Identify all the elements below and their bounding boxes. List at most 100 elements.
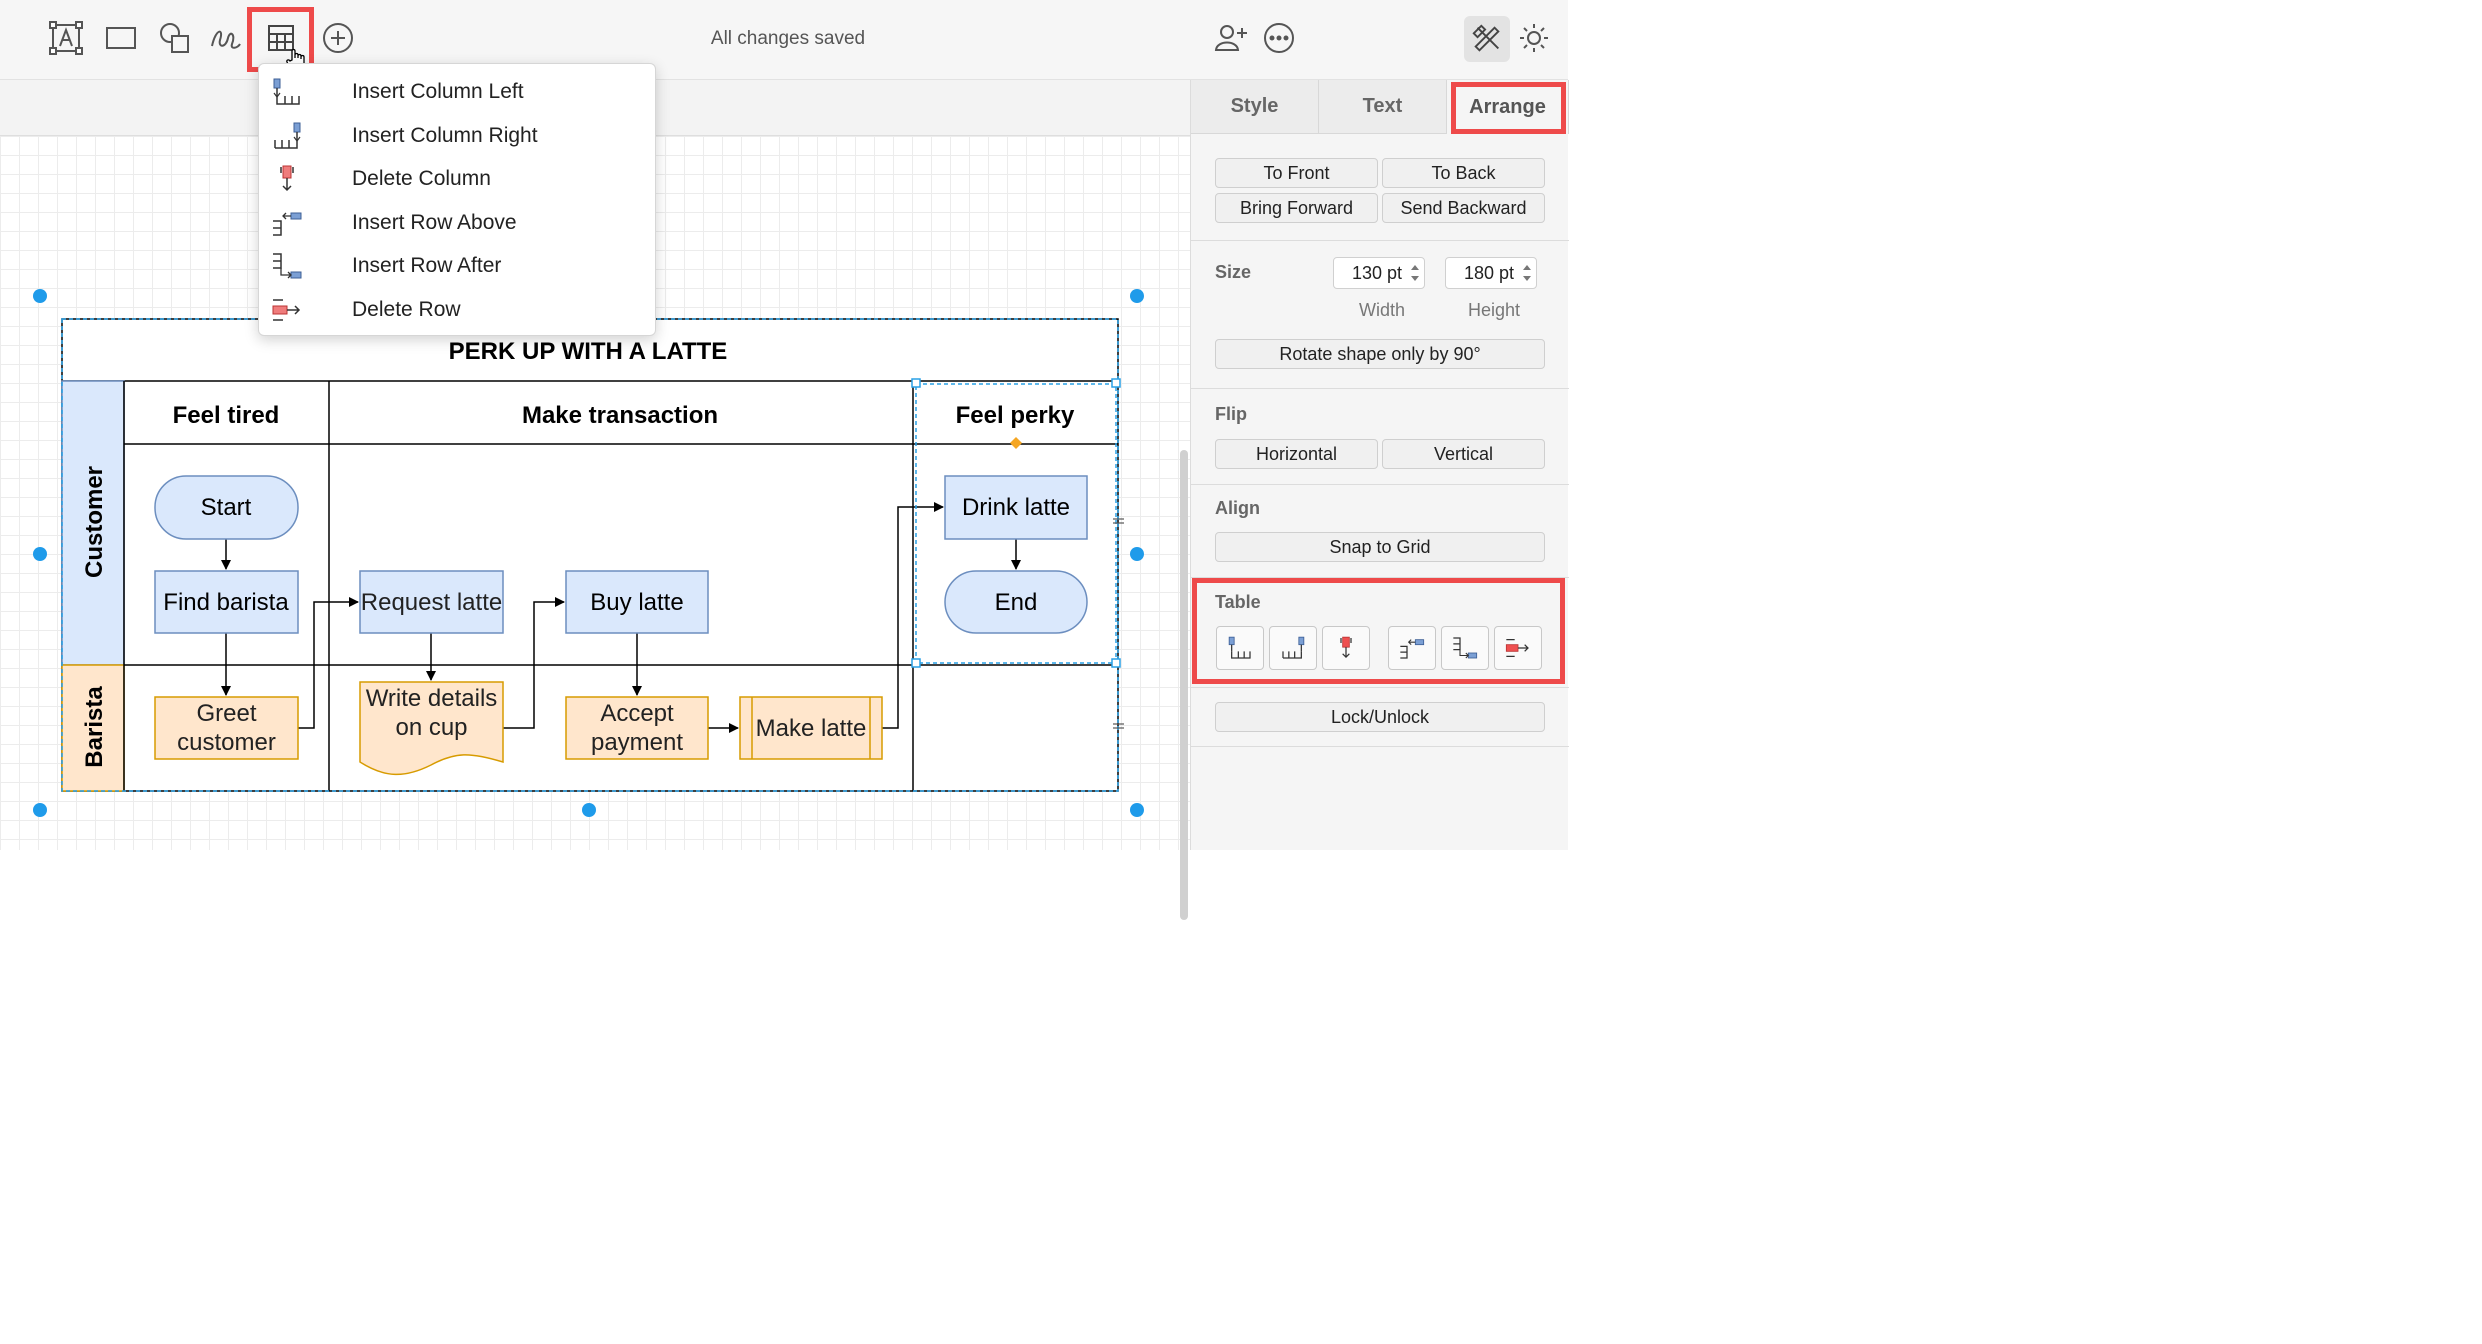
lane-label-barista: Barista (81, 686, 108, 768)
phase-header: Feel perky (956, 402, 1075, 429)
delete-row-icon (272, 298, 301, 321)
delete-column-icon (1340, 636, 1352, 659)
table-icon[interactable] (261, 16, 301, 60)
more-icon[interactable] (1259, 16, 1299, 60)
insert-column-right-icon (274, 122, 301, 149)
table-insert-column-right-button[interactable] (1269, 626, 1317, 670)
insert-column-left-icon (1228, 636, 1251, 659)
height-input[interactable]: 180 pt (1445, 257, 1537, 289)
make-latte-label: Make latte (755, 714, 867, 742)
table-section-highlight (1192, 578, 1565, 684)
row-resize-markers[interactable] (1113, 518, 1124, 729)
rotate-button[interactable]: Rotate shape only by 90° (1215, 339, 1545, 369)
drink-latte-label: Drink latte (962, 494, 1070, 521)
width-caption: Width (1359, 300, 1406, 320)
table-section-label: Table (1215, 592, 1261, 612)
insert-column-left-icon (273, 78, 300, 105)
table-insert-column-left-button[interactable] (1216, 626, 1264, 670)
tab-style[interactable]: Style (1191, 80, 1319, 134)
theme-icon[interactable] (1514, 16, 1554, 60)
menu-item-label: Delete Row (352, 297, 461, 321)
delete-column-icon (280, 165, 294, 191)
table-insert-row-after-button[interactable] (1441, 626, 1489, 670)
greet-customer-node[interactable] (154, 696, 299, 760)
insert-row-after-icon (1453, 637, 1478, 659)
shapes-icon[interactable] (154, 16, 194, 60)
add-icon[interactable] (318, 16, 358, 60)
request-latte-label: Request latte (360, 588, 503, 616)
vertical-scrollbar[interactable] (1180, 450, 1188, 920)
menu-item-label: Insert Column Right (352, 123, 538, 147)
save-status: All changes saved (710, 28, 866, 49)
divider (1191, 687, 1569, 688)
menu-item-insert-row-after[interactable]: Insert Row After (259, 244, 657, 287)
menu-item-label: Insert Row After (352, 253, 502, 277)
accept-payment-label: Accept payment (590, 700, 684, 756)
menu-item-delete-column[interactable]: Delete Column (259, 157, 657, 200)
snap-to-grid-button[interactable]: Snap to Grid (1215, 532, 1545, 562)
find-barista-node[interactable] (154, 570, 299, 634)
divider (1191, 746, 1569, 747)
flip-horizontal-button[interactable]: Horizontal (1215, 439, 1378, 469)
height-value: 180 pt (1463, 262, 1514, 283)
menu-item-delete-row[interactable]: Delete Row (259, 288, 657, 331)
lock-unlock-button[interactable]: Lock/Unlock (1215, 702, 1545, 732)
start-node[interactable] (154, 475, 299, 540)
cell-resize-handles[interactable] (911, 378, 1121, 668)
diagram-title: PERK UP WITH A LATTE (449, 338, 728, 365)
make-latte-node[interactable] (739, 696, 883, 760)
insert-row-after-icon (273, 252, 302, 278)
insert-column-right-icon (1282, 636, 1305, 659)
send-backward-button[interactable]: Send Backward (1382, 193, 1545, 223)
table-delete-row-button[interactable] (1494, 626, 1542, 670)
table-resize-handles[interactable] (33, 289, 1144, 817)
width-value: 130 pt (1351, 262, 1402, 283)
tab-text[interactable]: Text (1319, 80, 1447, 134)
height-stepper-icon[interactable] (1520, 261, 1534, 285)
accept-payment-node[interactable] (565, 696, 709, 760)
bring-forward-button[interactable]: Bring Forward (1215, 193, 1378, 223)
tab-arrange[interactable]: Arrange (1447, 80, 1569, 134)
start-label: Start (201, 494, 252, 521)
delete-row-icon (1505, 639, 1529, 657)
menu-item-label: Delete Column (352, 166, 491, 190)
menu-item-insert-column-right[interactable]: Insert Column Right (259, 114, 657, 157)
table-delete-column-button[interactable] (1322, 626, 1370, 670)
toolbar: All changes saved (0, 0, 1568, 80)
width-stepper-icon[interactable] (1408, 261, 1422, 285)
flip-vertical-button[interactable]: Vertical (1382, 439, 1545, 469)
freehand-icon[interactable] (206, 16, 246, 60)
size-label: Size (1215, 262, 1252, 282)
width-input[interactable]: 130 pt (1333, 257, 1425, 289)
divider (1191, 484, 1569, 485)
format-panel-icon[interactable] (1464, 16, 1510, 62)
height-caption: Height (1468, 300, 1521, 320)
rectangle-icon[interactable] (101, 16, 141, 60)
menu-item-label: Insert Row Above (352, 210, 517, 234)
to-back-button[interactable]: To Back (1382, 158, 1545, 188)
text-tool-icon[interactable] (46, 16, 86, 60)
lane-label-customer: Customer (81, 466, 108, 578)
greet-customer-label: Greet customer (177, 700, 276, 756)
divider (1191, 240, 1569, 241)
to-front-button[interactable]: To Front (1215, 158, 1378, 188)
divider (1191, 388, 1569, 389)
request-latte-node[interactable] (359, 570, 504, 634)
find-barista-label: Find barista (163, 589, 289, 616)
write-details-label: Write details on cup (365, 685, 498, 741)
phase-header: Make transaction (522, 402, 718, 429)
drink-latte-node[interactable] (944, 475, 1088, 540)
write-details-node[interactable] (359, 681, 504, 776)
lane-header-customer[interactable] (61, 380, 125, 666)
insert-row-above-icon (273, 212, 302, 236)
share-user-icon[interactable] (1211, 16, 1251, 60)
lane-header-barista[interactable] (61, 664, 125, 792)
arrange-tab-highlight (1451, 82, 1566, 134)
buy-latte-node[interactable] (565, 570, 709, 634)
end-node[interactable] (944, 570, 1088, 634)
adjust-handle[interactable] (1010, 437, 1022, 449)
table-insert-row-above-button[interactable] (1388, 626, 1436, 670)
flip-label: Flip (1215, 404, 1247, 424)
menu-item-insert-row-above[interactable]: Insert Row Above (259, 201, 657, 244)
menu-item-insert-column-left[interactable]: Insert Column Left (259, 70, 657, 113)
